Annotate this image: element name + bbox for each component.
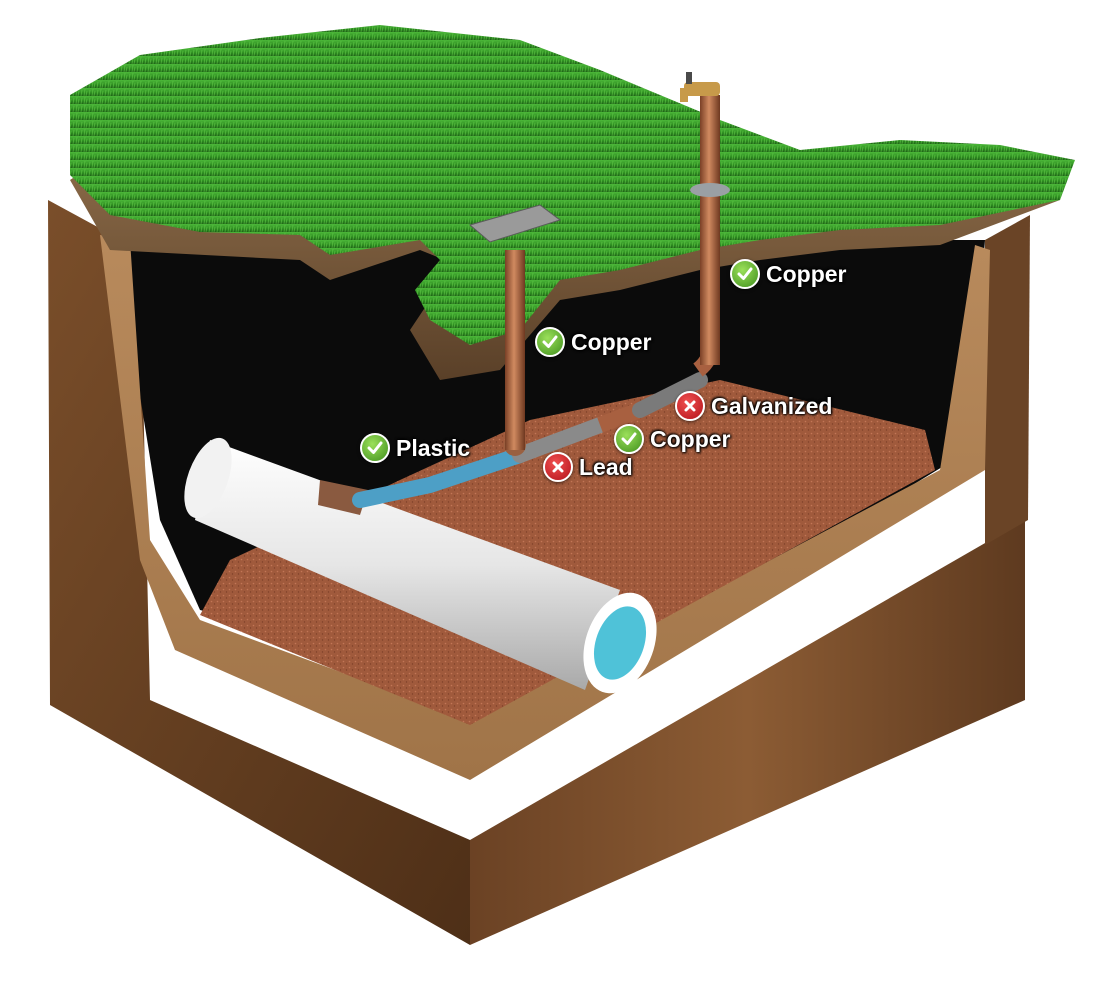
hose-bib-faucet (680, 72, 720, 102)
trench-floor-soil (200, 380, 935, 725)
label-galvanized: Galvanized (675, 391, 832, 421)
box-inner-lining-right (470, 245, 990, 780)
copper-riser-left (505, 250, 525, 450)
label-plastic: Plastic (360, 433, 470, 463)
label-text: Copper (571, 328, 652, 355)
label-copper-riser-left: Copper (535, 327, 652, 357)
copper-riser-right (700, 95, 720, 365)
check-icon (360, 433, 390, 463)
x-icon (675, 391, 705, 421)
label-copper-riser-right: Copper (730, 259, 847, 289)
x-icon (543, 452, 573, 482)
box-left-face (48, 200, 470, 945)
riser-flange (690, 183, 730, 197)
box-front-face (470, 520, 1025, 945)
label-lead: Lead (543, 452, 633, 482)
check-icon (730, 259, 760, 289)
check-icon (614, 424, 644, 454)
check-icon (535, 327, 565, 357)
turf-grass (70, 25, 1075, 345)
label-text: Lead (579, 453, 633, 480)
label-text: Plastic (396, 434, 471, 461)
box-inner-lining-left (100, 235, 470, 780)
label-text: Copper (650, 425, 731, 452)
meter-box-lid (468, 204, 562, 243)
box-right-wall (985, 215, 1030, 545)
label-copper-horizontal: Copper (614, 424, 731, 454)
label-text: Copper (766, 260, 847, 287)
label-text: Galvanized (711, 392, 833, 419)
